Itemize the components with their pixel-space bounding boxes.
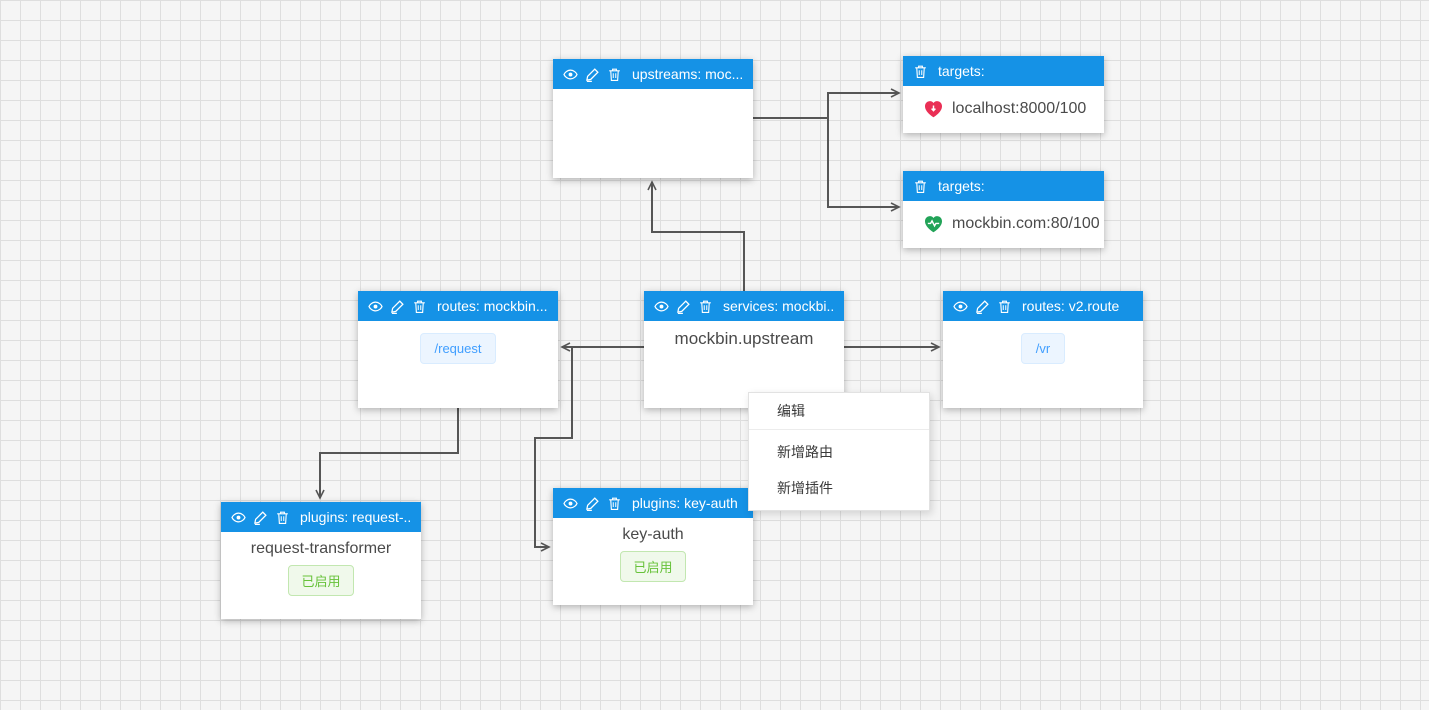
node-targets-mockbin-header[interactable]: targets: — [903, 171, 1104, 201]
node-title: plugins: key-auth — [632, 495, 738, 511]
pencil-icon[interactable] — [253, 510, 268, 525]
edge-services-to-upstreams — [647, 180, 745, 291]
plugin-name: key-auth — [622, 526, 684, 543]
node-upstreams-header[interactable]: upstreams: moc... — [553, 59, 753, 89]
node-routes-v2-header[interactable]: routes: v2.route — [943, 291, 1143, 321]
trash-icon[interactable] — [913, 179, 928, 194]
trash-icon[interactable] — [997, 299, 1012, 314]
node-plugin-request-transformer-body: request-transformer 已启用 — [221, 532, 421, 619]
service-name: mockbin.upstream — [674, 329, 814, 348]
node-targets-localhost-header[interactable]: targets: — [903, 56, 1104, 86]
edge-upstreams-to-targets-localhost — [753, 88, 901, 119]
node-routes-mockbin-body: /request — [358, 321, 558, 408]
context-menu-item-add-route[interactable]: 新增路由 — [777, 444, 833, 460]
node-title: upstreams: moc... — [632, 66, 743, 82]
route-path-tag: /request — [419, 333, 497, 364]
eye-icon[interactable] — [654, 299, 669, 314]
trash-icon[interactable] — [607, 67, 622, 82]
node-routes-v2-body: /vr — [943, 321, 1143, 408]
edge-upstreams-to-targets-mockbin — [753, 117, 901, 212]
trash-icon[interactable] — [698, 299, 713, 314]
node-routes-mockbin[interactable]: routes: mockbin.... /request — [358, 291, 558, 408]
heart-down-icon — [923, 99, 944, 120]
node-targets-localhost[interactable]: targets: localhost:8000/100 — [903, 56, 1104, 133]
node-upstreams-body — [553, 89, 753, 178]
node-title: services: mockbi... — [723, 298, 834, 314]
eye-icon[interactable] — [368, 299, 383, 314]
edge-routes-mockbin-to-plugin-request — [315, 408, 459, 500]
node-title: targets: — [938, 63, 985, 79]
node-plugin-key-auth[interactable]: plugins: key-auth key-auth 已启用 — [553, 488, 753, 605]
route-path-tag: /vr — [1020, 333, 1066, 364]
target-row: localhost:8000/100 — [903, 86, 1104, 132]
node-title: routes: mockbin.... — [437, 298, 548, 314]
context-menu-item-add-plugin[interactable]: 新增插件 — [777, 480, 833, 496]
plugin-enabled-badge: 已启用 — [288, 565, 354, 596]
eye-icon[interactable] — [563, 496, 578, 511]
trash-icon[interactable] — [412, 299, 427, 314]
eye-icon[interactable] — [563, 67, 578, 82]
trash-icon[interactable] — [275, 510, 290, 525]
pencil-icon[interactable] — [585, 496, 600, 511]
plugin-enabled-badge: 已启用 — [620, 551, 686, 582]
pencil-icon[interactable] — [676, 299, 691, 314]
node-services-mockbin-body: mockbin.upstream — [644, 321, 844, 408]
node-services-mockbin-header[interactable]: services: mockbi... — [644, 291, 844, 321]
target-address: mockbin.com:80/100 — [952, 215, 1100, 232]
node-plugin-request-transformer[interactable]: plugins: request-... request-transformer… — [221, 502, 421, 619]
node-routes-mockbin-header[interactable]: routes: mockbin.... — [358, 291, 558, 321]
heart-pulse-icon — [923, 214, 944, 235]
node-title: routes: v2.route — [1022, 298, 1120, 314]
node-title: plugins: request-... — [300, 509, 411, 525]
node-upstreams[interactable]: upstreams: moc... — [553, 59, 753, 178]
trash-icon[interactable] — [913, 64, 928, 79]
node-plugin-key-auth-header[interactable]: plugins: key-auth — [553, 488, 753, 518]
target-row: mockbin.com:80/100 — [903, 201, 1104, 247]
pencil-icon[interactable] — [585, 67, 600, 82]
trash-icon[interactable] — [607, 496, 622, 511]
context-menu-item-edit[interactable]: 编辑 — [749, 393, 929, 430]
target-address: localhost:8000/100 — [952, 100, 1087, 117]
plugin-name: request-transformer — [250, 540, 392, 557]
eye-icon[interactable] — [953, 299, 968, 314]
context-menu: 编辑 新增路由 新增插件 — [748, 392, 930, 511]
node-plugin-key-auth-body: key-auth 已启用 — [553, 518, 753, 605]
eye-icon[interactable] — [231, 510, 246, 525]
node-services-mockbin[interactable]: services: mockbi... mockbin.upstream — [644, 291, 844, 408]
node-routes-v2[interactable]: routes: v2.route /vr — [943, 291, 1143, 408]
pencil-icon[interactable] — [975, 299, 990, 314]
pencil-icon[interactable] — [390, 299, 405, 314]
node-title: targets: — [938, 178, 985, 194]
node-plugin-request-transformer-header[interactable]: plugins: request-... — [221, 502, 421, 532]
node-targets-mockbin[interactable]: targets: mockbin.com:80/100 — [903, 171, 1104, 248]
